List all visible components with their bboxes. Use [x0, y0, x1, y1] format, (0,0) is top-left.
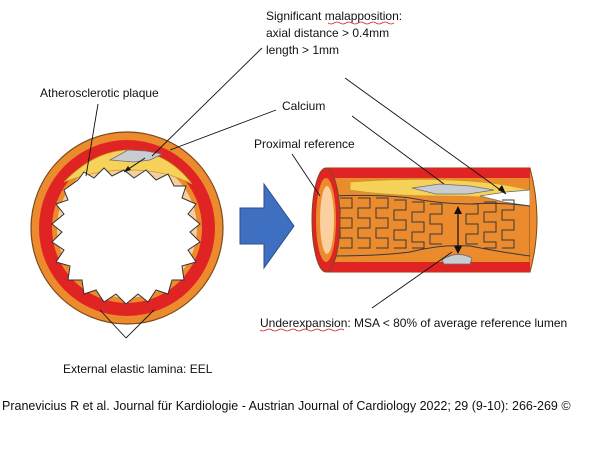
vessel-top-media	[326, 168, 530, 178]
calcium-bottom	[441, 254, 473, 265]
msa-arrowhead-bottom	[454, 246, 462, 254]
leader-eel-2	[125, 309, 155, 339]
vessel-cross-section	[30, 131, 224, 325]
leader-malapposition-long	[344, 77, 507, 195]
leader-malapposition-cross	[151, 47, 263, 157]
squiggle-malapposition	[327, 21, 395, 25]
label-eel: External elastic lamina: EEL	[63, 362, 213, 376]
stent-outline-top	[329, 194, 531, 207]
label-proximal: Proximal reference	[254, 137, 355, 151]
label-malapposition-line3: length > 1mm	[266, 43, 339, 57]
leader-plaque	[85, 103, 99, 177]
squiggle-underexpansion	[259, 328, 345, 332]
calcium-deposit	[108, 149, 164, 163]
vessel-bottom-media	[326, 262, 530, 272]
leader-eel-1	[99, 309, 127, 339]
proximal-end-lumen	[320, 186, 334, 254]
label-plaque: Atherosclerotic plaque	[40, 86, 159, 100]
leader-underexpansion	[371, 251, 453, 309]
label-malapposition-line1: Significant malapposition:	[266, 9, 402, 23]
leader-calcium-long	[351, 115, 445, 185]
label-calcium: Calcium	[282, 99, 325, 113]
citation: Pranevicius R et al. Journal für Kardiol…	[2, 399, 571, 413]
leader-proximal	[291, 153, 321, 197]
label-underexpansion: Underexpansion: MSA < 80% of average ref…	[260, 316, 567, 330]
distal-end	[529, 167, 538, 273]
malapposition-arrowhead-cross	[124, 166, 131, 172]
transition-arrow	[239, 182, 295, 270]
calcium-longitudinal	[411, 183, 495, 195]
stent-cells	[339, 197, 515, 249]
label-malapposition-line2: axial distance > 0.4mm	[266, 26, 389, 40]
vessel-longitudinal	[311, 167, 538, 273]
leader-calcium-cross	[169, 109, 277, 151]
leader-lines	[85, 47, 507, 339]
stent-struts-cross	[51, 167, 201, 305]
leader-malapposition-long-arrowhead	[498, 185, 506, 194]
stent-outline-bottom	[329, 245, 531, 257]
msa-arrowhead-top	[454, 206, 462, 214]
